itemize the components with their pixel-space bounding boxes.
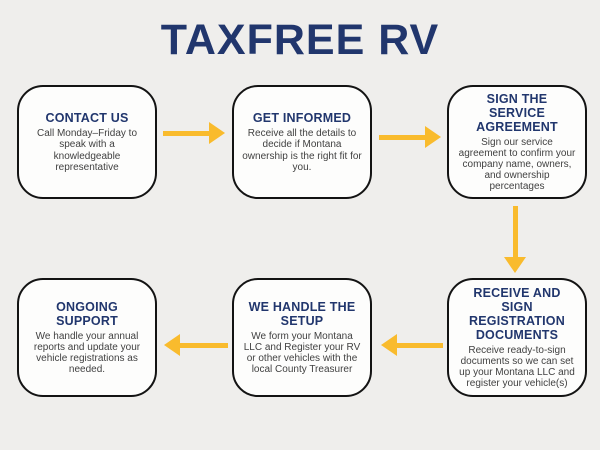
step-description: Receive ready-to-sign documents so we ca… [459,344,575,390]
arrow-left-icon [381,334,443,356]
arrow-right-icon [379,126,441,148]
step-description: We handle your annual reports and update… [33,330,141,376]
flow-step-ongoing-support: ONGOING SUPPORT We handle your annual re… [17,278,157,397]
step-description: We form your Montana LLC and Register yo… [243,330,361,376]
step-description: Call Monday–Friday to speak with a knowl… [36,128,138,173]
page-title: TAXFREE RV [160,16,440,64]
arrow-shaft [180,342,228,348]
step-title: WE HANDLE THE SETUP [248,299,356,328]
arrow-left-icon [164,334,228,356]
arrow-head [209,122,225,144]
flow-step-get-informed: GET INFORMED Receive all the details to … [232,85,372,199]
flow-step-contact-us: CONTACT US Call Monday–Friday to speak w… [17,85,157,199]
step-title: ONGOING SUPPORT [56,299,118,328]
arrow-head [164,334,180,356]
arrow-down-icon [504,206,526,273]
arrow-right-icon [163,122,225,144]
arrow-head [381,334,397,356]
arrow-shaft [397,342,443,348]
arrow-head [504,257,526,273]
step-description: Receive all the details to decide if Mon… [242,128,362,173]
step-title: RECEIVE AND SIGN REGISTRATION DOCUMENTS [469,285,565,342]
arrow-shaft [512,206,518,257]
arrow-shaft [163,130,209,136]
step-title: CONTACT US [45,111,129,126]
flow-step-sign-service-agreement: SIGN THE SERVICE AGREEMENT Sign our serv… [447,85,587,199]
flow-step-receive-sign-registration-documents: RECEIVE AND SIGN REGISTRATION DOCUMENTS … [447,278,587,397]
arrow-head [425,126,441,148]
step-title: GET INFORMED [252,111,352,126]
step-description: Sign our service agreement to confirm yo… [458,136,576,193]
flow-step-we-handle-the-setup: WE HANDLE THE SETUP We form your Montana… [232,278,372,397]
step-title: SIGN THE SERVICE AGREEMENT [476,91,558,134]
arrow-shaft [379,134,425,140]
